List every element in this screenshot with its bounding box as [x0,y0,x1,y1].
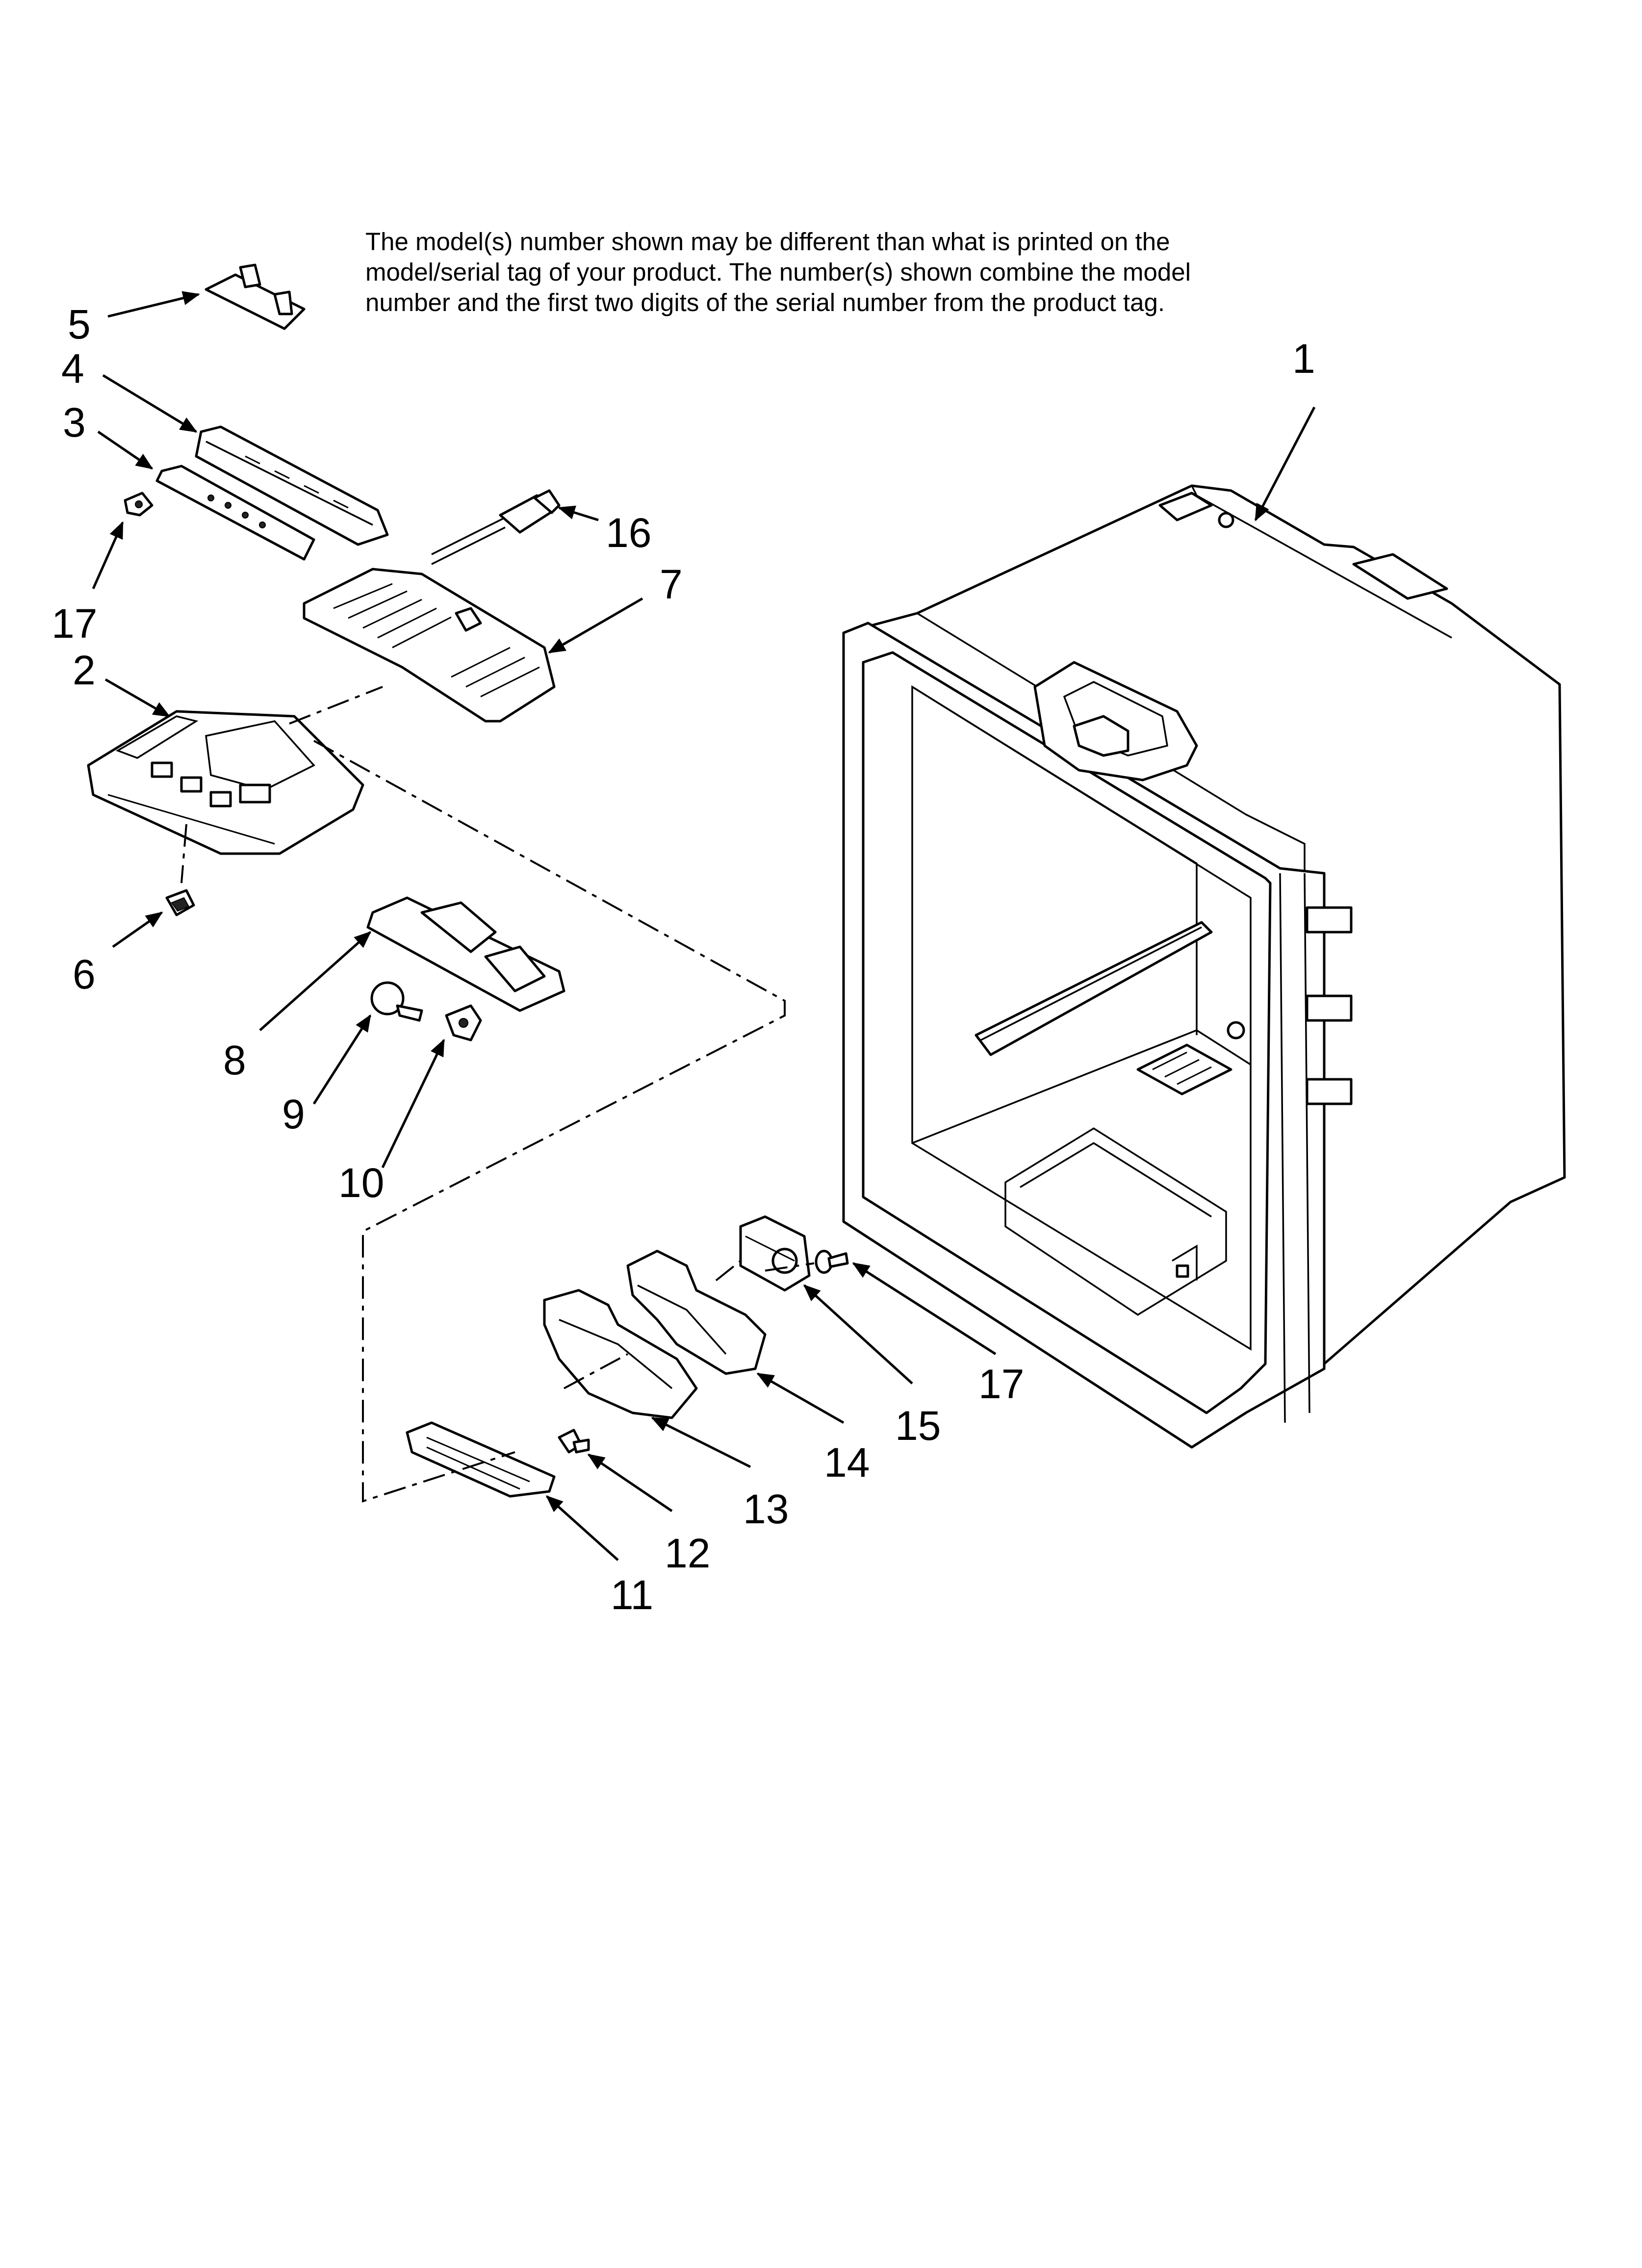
part-12-screw [558,1429,590,1454]
callout-7: 7 [660,561,683,607]
callout-9: 9 [282,1091,305,1137]
part-4-control-housing [195,425,389,546]
callout-numbers: 1 2 3 4 5 6 7 8 9 10 11 12 13 14 15 16 1… [51,301,1315,1618]
note-line: The model(s) number shown may be differe… [365,228,1170,256]
leader-lines [92,291,1316,1561]
callout-15: 15 [895,1403,941,1449]
callout-5: 5 [68,301,91,347]
part-14-housing [626,1250,767,1375]
refrigerator-liner [842,484,1566,1449]
part-17-clip-upper [124,492,154,517]
part-6-switch [165,889,195,916]
part-15-module [739,1215,811,1292]
callout-10: 10 [338,1160,384,1206]
note-line: number and the first two digits of the s… [365,288,1165,316]
callout-3: 3 [63,399,86,445]
callout-8: 8 [223,1037,246,1083]
callout-13: 13 [743,1486,789,1532]
part-13-housing [543,1289,698,1419]
part-3-overlay [155,465,315,561]
part-10-socket [445,1004,482,1042]
callout-14: 14 [824,1439,870,1486]
callout-16: 16 [606,510,651,556]
part-7-diffuser [303,568,556,723]
part-8-light-housing [366,896,565,1012]
callout-17-upper: 17 [51,600,97,647]
callout-2: 2 [73,647,96,693]
part-17-screw-lower [815,1250,849,1274]
part-5-cover [205,263,306,330]
part-9-bulb [370,981,423,1022]
part-16-sensor [431,489,561,565]
note-line: model/serial tag of your product. The nu… [365,258,1191,286]
callout-17-lower: 17 [978,1361,1024,1407]
callout-12: 12 [665,1530,710,1576]
assembly-dash-lines [180,686,815,1503]
part-2-panel [87,710,364,855]
callout-1: 1 [1292,336,1315,382]
part-11-trim [406,1421,556,1498]
callout-11: 11 [611,1572,653,1618]
callout-4: 4 [61,345,84,391]
callout-6: 6 [73,951,96,997]
model-number-note: The model(s) number shown may be differe… [365,227,1395,318]
